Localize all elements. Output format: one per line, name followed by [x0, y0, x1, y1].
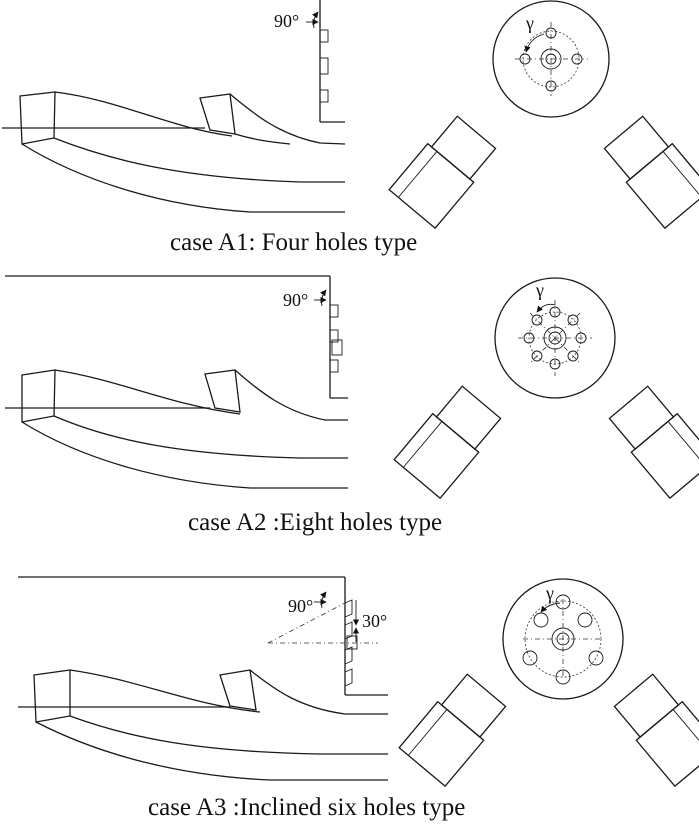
panel-a3: 90° 30°	[18, 576, 699, 821]
front-view-a3: γ	[398, 578, 699, 788]
panel-a1: 90° γ	[2, 0, 699, 256]
front-view-a2: γ	[393, 277, 699, 500]
side-view-a3: 90° 30°	[18, 576, 388, 781]
side-view-a1: 90°	[2, 0, 346, 213]
incline-label-30-a3: 30°	[362, 611, 387, 631]
caption-a1: case A1: Four holes type	[170, 229, 417, 256]
front-view-a1: γ	[388, 0, 699, 230]
caption-a3: case A3 :Inclined six holes type	[148, 794, 465, 821]
panel-a2: 90°	[5, 275, 699, 536]
gamma-label-a1: γ	[525, 13, 534, 33]
gamma-label-a2: γ	[535, 280, 544, 300]
angle-label-90-a3: 90°	[288, 596, 313, 616]
gamma-label-a3: γ	[545, 583, 554, 603]
side-view-a2: 90°	[5, 275, 348, 489]
angle-label-90-a2: 90°	[283, 290, 308, 310]
angle-label-90-a1: 90°	[274, 11, 299, 31]
caption-a2: case A2 :Eight holes type	[188, 509, 442, 536]
